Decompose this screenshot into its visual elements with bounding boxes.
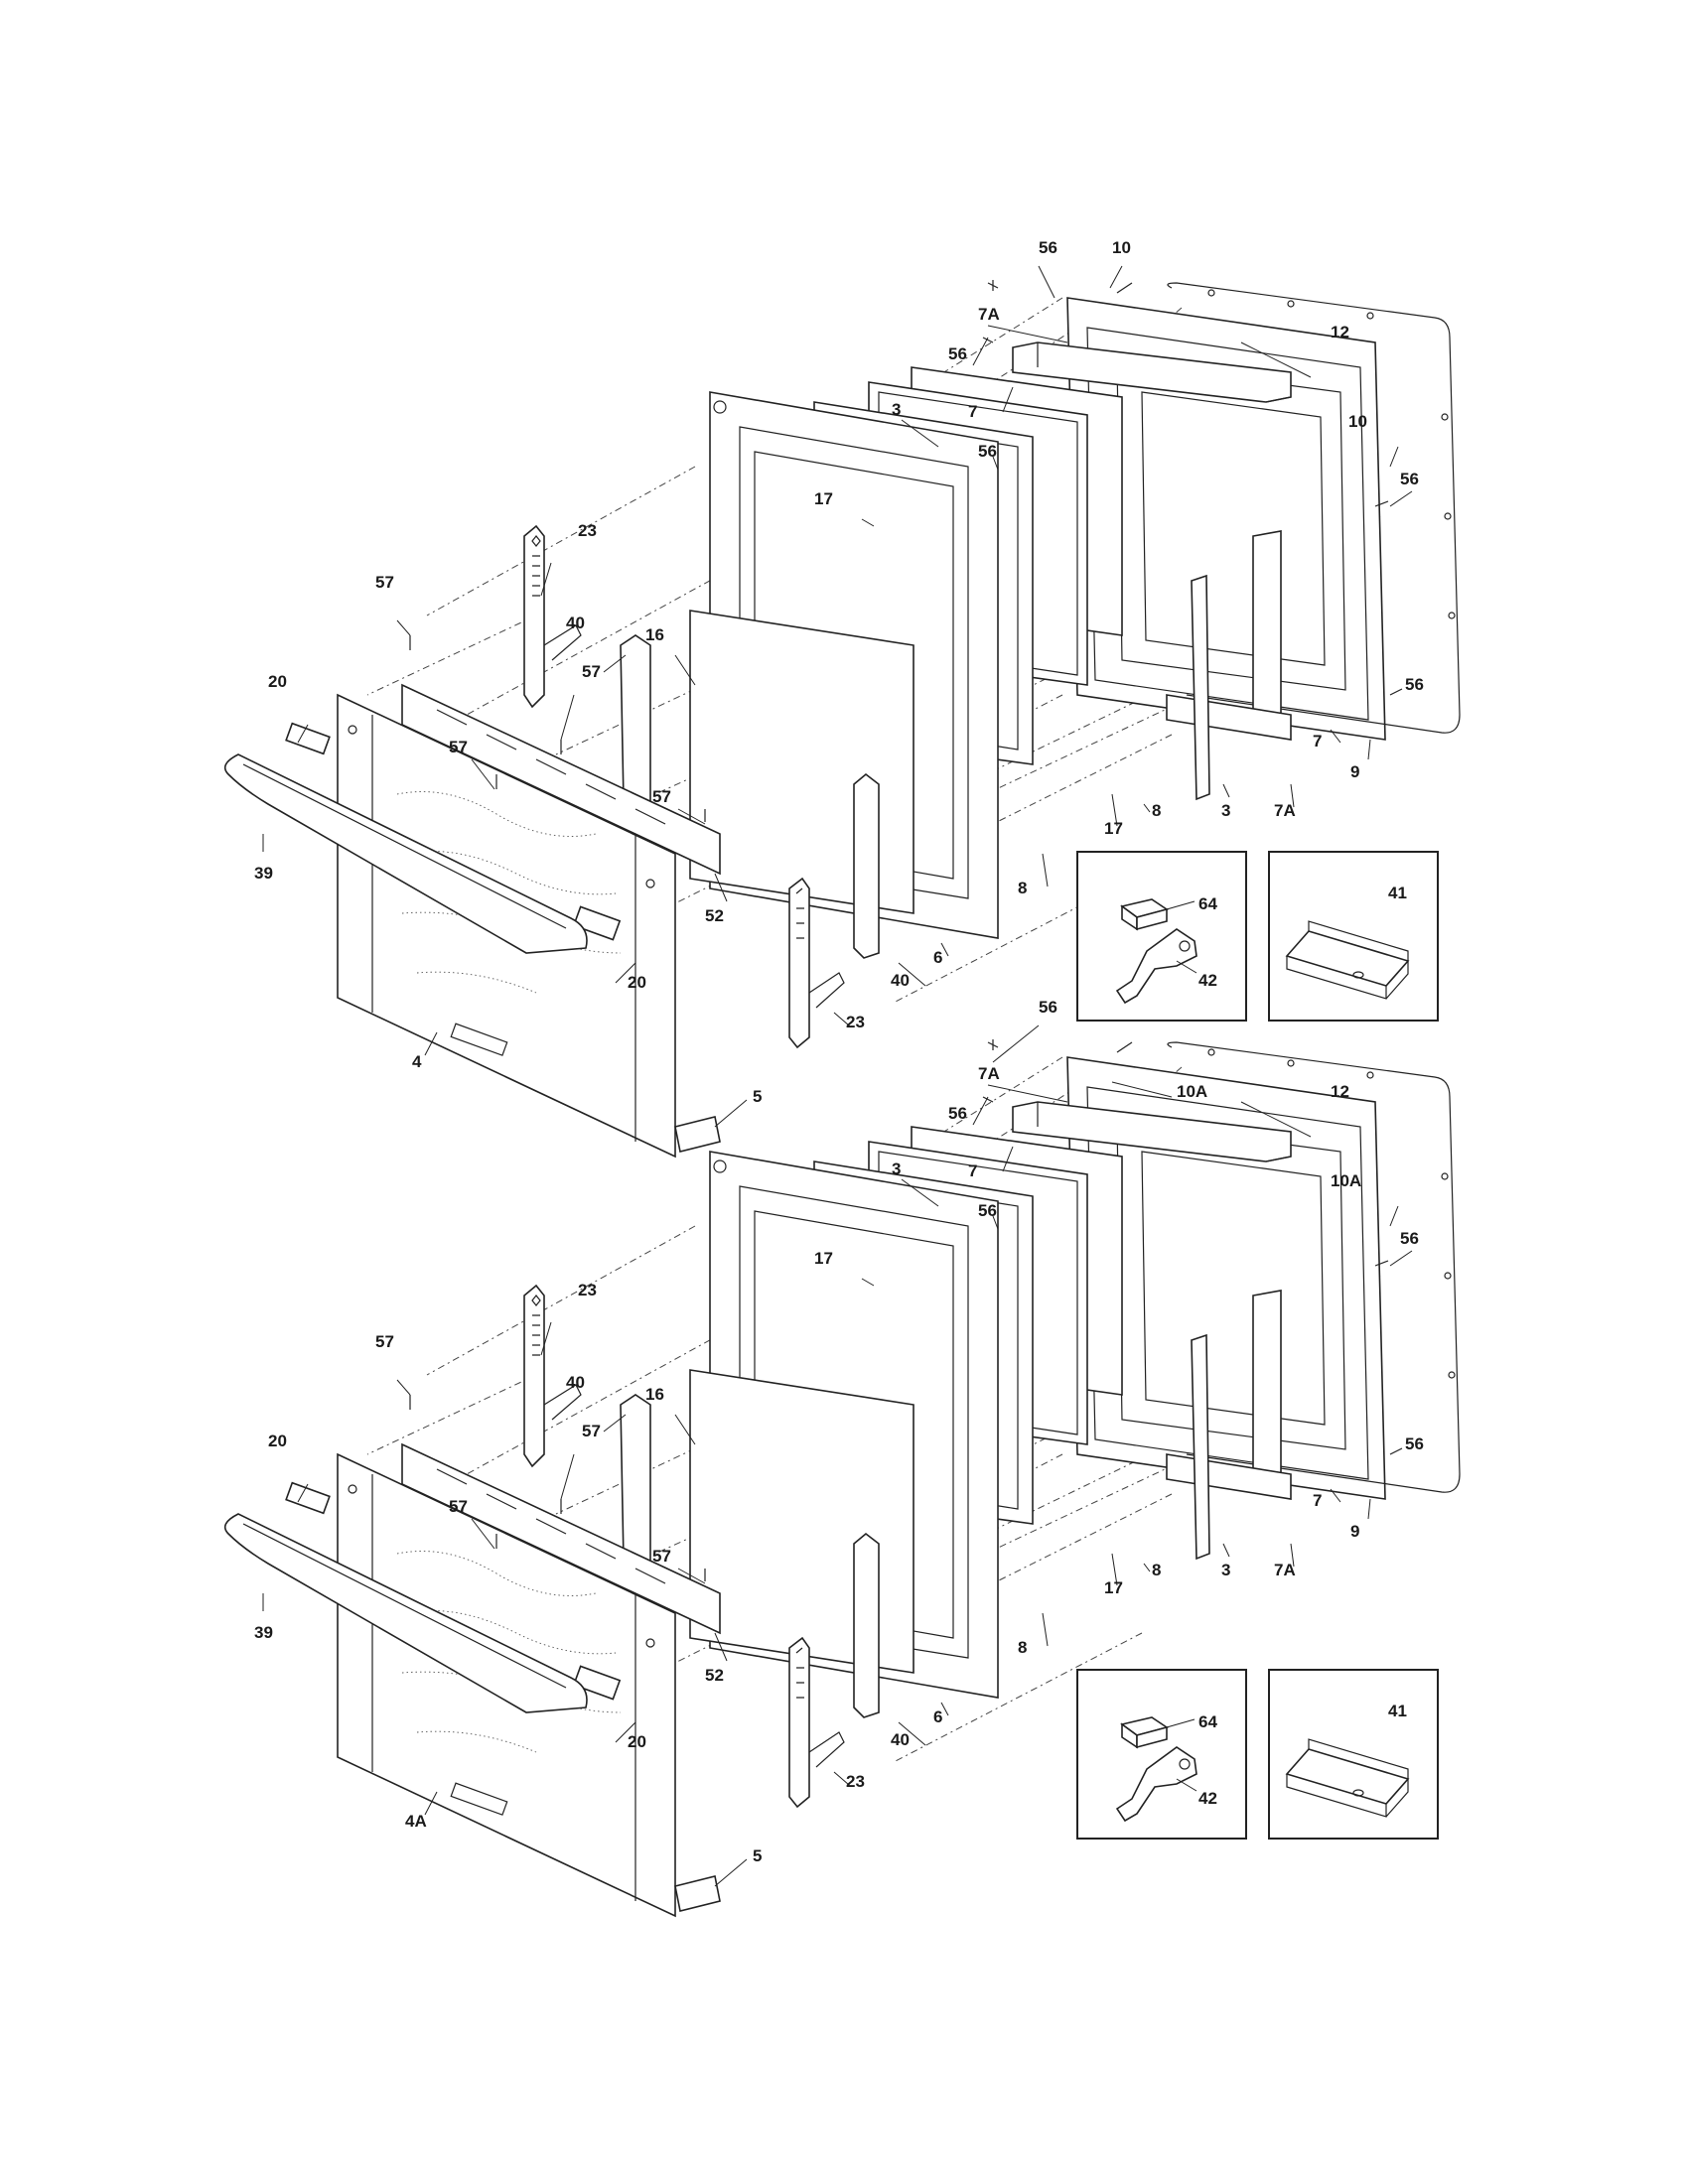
callout-23: 23 <box>846 1013 865 1031</box>
callout-64: 64 <box>1198 1712 1217 1731</box>
callout-20: 20 <box>628 973 646 992</box>
callout-57: 57 <box>449 738 468 756</box>
callout-7: 7 <box>1313 732 1322 751</box>
callout-39: 39 <box>254 1623 273 1642</box>
callout-20: 20 <box>268 672 287 691</box>
callout-7A: 7A <box>978 305 1000 324</box>
callout-6: 6 <box>933 948 942 967</box>
callout-40: 40 <box>566 1373 585 1392</box>
callout-7A: 7A <box>1274 801 1296 820</box>
callout-12: 12 <box>1331 323 1349 341</box>
callout-6: 6 <box>933 1707 942 1726</box>
upper-door-assembly: 56 10 7A 12 56 7 3 56 10 56 17 23 57 40 … <box>223 238 1461 1158</box>
callout-12: 12 <box>1331 1082 1349 1101</box>
upper-door-drawing <box>223 279 1461 1158</box>
callout-17: 17 <box>814 1249 833 1268</box>
callout-56: 56 <box>1405 675 1424 694</box>
callout-56: 56 <box>1039 238 1057 257</box>
callout-9: 9 <box>1350 762 1359 781</box>
callout-17: 17 <box>1104 819 1123 838</box>
callout-52: 52 <box>705 906 724 925</box>
callout-42: 42 <box>1198 971 1217 990</box>
callout-57: 57 <box>652 1547 671 1566</box>
inset-box-cover: 41 <box>1268 851 1439 1022</box>
callout-40: 40 <box>891 971 910 990</box>
callout-3: 3 <box>892 1160 901 1178</box>
callout-57: 57 <box>375 573 394 592</box>
callout-56: 56 <box>948 1104 967 1123</box>
callout-8: 8 <box>1152 801 1161 820</box>
callout-17: 17 <box>814 489 833 508</box>
callout-56: 56 <box>1405 1434 1424 1453</box>
callout-3: 3 <box>892 400 901 419</box>
callout-9: 9 <box>1350 1522 1359 1541</box>
callout-10: 10 <box>1348 412 1367 431</box>
callout-56: 56 <box>1400 470 1419 488</box>
inset-box-cover: 41 <box>1268 1669 1439 1840</box>
inset-box-bracket: 64 42 <box>1076 1669 1247 1840</box>
callout-4: 4 <box>412 1052 422 1071</box>
callout-40: 40 <box>891 1730 910 1749</box>
callout-56: 56 <box>978 442 997 461</box>
callout-40: 40 <box>566 614 585 632</box>
callout-5: 5 <box>753 1087 762 1106</box>
callout-64: 64 <box>1198 894 1217 913</box>
lower-door-assembly: 56 10A 7A 12 56 7 3 10A 56 56 17 23 57 4… <box>223 998 1461 1917</box>
callout-8: 8 <box>1018 1638 1027 1657</box>
callout-5: 5 <box>753 1846 762 1865</box>
callout-7A: 7A <box>978 1064 1000 1083</box>
callout-57: 57 <box>582 662 601 681</box>
callout-41: 41 <box>1388 1702 1407 1720</box>
callout-56: 56 <box>948 344 967 363</box>
callout-17: 17 <box>1104 1578 1123 1597</box>
callout-57: 57 <box>652 787 671 806</box>
callout-57: 57 <box>449 1497 468 1516</box>
callout-4A: 4A <box>405 1812 427 1831</box>
callout-41: 41 <box>1388 884 1407 902</box>
callout-52: 52 <box>705 1666 724 1685</box>
callout-10: 10 <box>1112 238 1131 257</box>
callout-8: 8 <box>1152 1561 1161 1579</box>
callout-57: 57 <box>375 1332 394 1351</box>
callout-56: 56 <box>978 1201 997 1220</box>
callout-23: 23 <box>578 1281 597 1299</box>
callout-7A: 7A <box>1274 1561 1296 1579</box>
callout-23: 23 <box>846 1772 865 1791</box>
callout-39: 39 <box>254 864 273 883</box>
callout-57: 57 <box>582 1422 601 1440</box>
callout-3: 3 <box>1221 1561 1230 1579</box>
callout-16: 16 <box>645 625 664 644</box>
callout-20: 20 <box>268 1432 287 1450</box>
callout-8: 8 <box>1018 879 1027 897</box>
callout-7: 7 <box>1313 1491 1322 1510</box>
callout-10A: 10A <box>1331 1171 1361 1190</box>
callout-10A: 10A <box>1177 1082 1207 1101</box>
callout-56: 56 <box>1039 998 1057 1017</box>
callout-16: 16 <box>645 1385 664 1404</box>
callout-56: 56 <box>1400 1229 1419 1248</box>
inset-box-bracket: 64 42 <box>1076 851 1247 1022</box>
callout-7: 7 <box>968 1161 977 1180</box>
callout-7: 7 <box>968 402 977 421</box>
callout-23: 23 <box>578 521 597 540</box>
callout-20: 20 <box>628 1732 646 1751</box>
callout-3: 3 <box>1221 801 1230 820</box>
callout-42: 42 <box>1198 1789 1217 1808</box>
